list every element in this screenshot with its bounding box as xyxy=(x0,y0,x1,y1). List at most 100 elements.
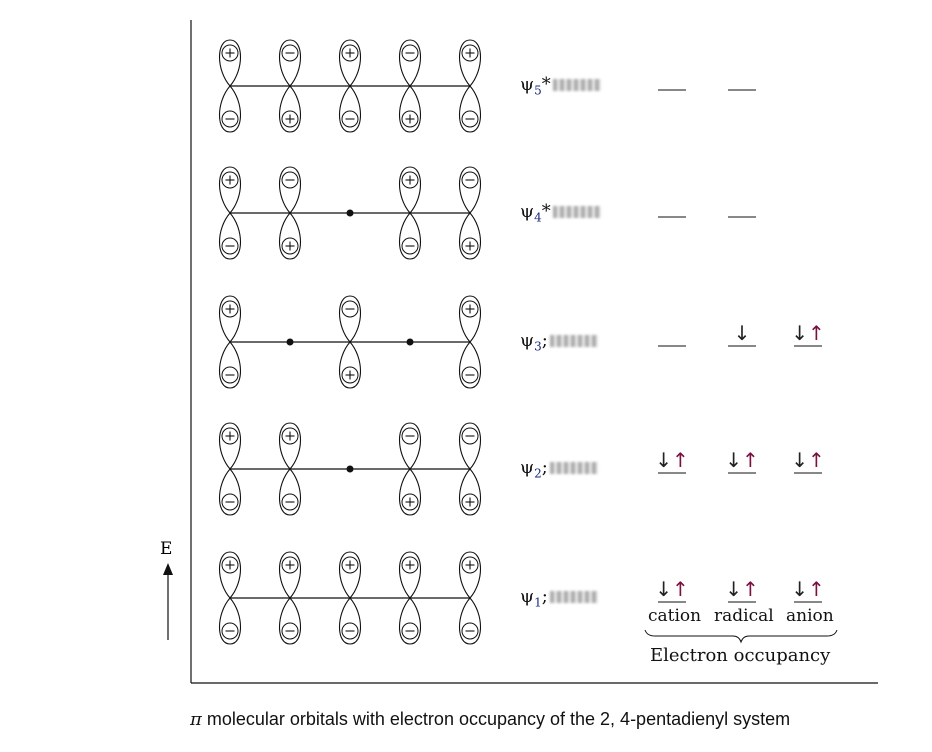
spin-down-arrow: ↓ xyxy=(655,448,672,472)
electron-arrows: ↓↑ xyxy=(725,577,759,601)
spin-down-arrow: ↓ xyxy=(725,577,742,601)
spin-up-arrow: ↑ xyxy=(808,448,825,472)
p-orbital-bottom-lobe xyxy=(219,85,241,133)
psi-label-part: ψ xyxy=(520,457,535,478)
p-orbital-top-lobe xyxy=(219,295,241,343)
p-orbital-top-lobe xyxy=(399,39,421,87)
psi-label-part: ψ xyxy=(520,74,535,95)
caption-text: molecular orbitals with electron occupan… xyxy=(201,709,791,729)
p-orbital-top-lobe xyxy=(339,39,361,87)
p-orbital-bottom-lobe xyxy=(459,212,481,260)
pi-symbol: π xyxy=(190,709,202,730)
occupancy-label-cation: cation xyxy=(648,606,702,626)
spin-down-arrow: ↓ xyxy=(791,321,808,345)
p-orbital-bottom-lobe xyxy=(399,597,421,645)
electron-arrows: ↓↑ xyxy=(791,577,825,601)
occupancy-brace xyxy=(644,629,838,644)
blurred-energy-value xyxy=(549,335,598,347)
psi-label-part: 5 xyxy=(534,83,542,98)
psi-label-part: ψ xyxy=(520,201,535,222)
blurred-energy-value xyxy=(549,462,598,474)
orbital-label-psi2: ψ2; xyxy=(520,457,598,481)
p-orbital-top-lobe xyxy=(399,422,421,470)
electron-arrows: ↓↑ xyxy=(655,577,689,601)
orbital-row-1: ↓↑↓↑↓↑ xyxy=(219,551,825,645)
p-orbital-top-lobe xyxy=(219,39,241,87)
spin-up-arrow: ↑ xyxy=(808,321,825,345)
spin-down-arrow: ↓ xyxy=(655,577,672,601)
orbital-row-3: ↓↓↑ xyxy=(219,295,825,389)
orbital-row-4 xyxy=(219,166,756,260)
psi-label-part: * xyxy=(541,201,551,222)
psi-label-part: 4 xyxy=(534,210,542,225)
electron-arrows: ↓↑ xyxy=(655,448,689,472)
blurred-energy-value xyxy=(549,591,598,603)
p-orbital-top-lobe xyxy=(459,422,481,470)
psi-label-part: 2 xyxy=(534,466,542,481)
p-orbital-bottom-lobe xyxy=(399,212,421,260)
p-orbital-top-lobe xyxy=(279,551,301,599)
electron-arrows: ↓ xyxy=(734,321,751,345)
occupancy-label-anion: anion xyxy=(786,606,834,626)
p-orbital-top-lobe xyxy=(219,551,241,599)
spin-up-arrow: ↑ xyxy=(808,577,825,601)
blurred-energy-value xyxy=(552,79,601,91)
p-orbital-bottom-lobe xyxy=(219,468,241,516)
spin-up-arrow: ↑ xyxy=(742,448,759,472)
occupancy-label-radical: radical xyxy=(714,606,774,626)
orbital-label-psi5: ψ5* xyxy=(520,74,601,98)
p-orbital-bottom-lobe xyxy=(339,341,361,389)
spin-up-arrow: ↑ xyxy=(742,577,759,601)
p-orbital-bottom-lobe xyxy=(279,212,301,260)
electron-arrows: ↓↑ xyxy=(791,321,825,345)
spin-down-arrow: ↓ xyxy=(791,577,808,601)
psi-label-part: ; xyxy=(541,457,548,478)
p-orbital-bottom-lobe xyxy=(459,85,481,133)
p-orbital-top-lobe xyxy=(279,39,301,87)
node-dot xyxy=(406,338,414,346)
electron-occupancy-label: Electron occupancy xyxy=(650,645,831,666)
psi-label-part: * xyxy=(541,74,551,95)
p-orbital-top-lobe xyxy=(219,422,241,470)
orbital-row-2: ↓↑↓↑↓↑ xyxy=(219,422,825,516)
psi-label-part: ; xyxy=(541,330,548,351)
p-orbital-bottom-lobe xyxy=(339,85,361,133)
orbital-row-5 xyxy=(219,39,756,133)
orbital-label-psi4: ψ4* xyxy=(520,201,601,225)
energy-axis-label: E xyxy=(160,539,173,559)
p-orbital-top-lobe xyxy=(399,551,421,599)
electron-arrows: ↓↑ xyxy=(791,448,825,472)
figure-caption: π molecular orbitals with electron occup… xyxy=(190,709,790,730)
p-orbital-bottom-lobe xyxy=(279,85,301,133)
p-orbital-top-lobe xyxy=(459,39,481,87)
orbital-label-psi3: ψ3; xyxy=(520,330,598,354)
psi-label-part: 1 xyxy=(534,595,542,610)
p-orbital-top-lobe xyxy=(219,166,241,214)
p-orbital-top-lobe xyxy=(339,295,361,343)
node-dot xyxy=(346,465,354,473)
p-orbital-bottom-lobe xyxy=(279,597,301,645)
p-orbital-top-lobe xyxy=(459,551,481,599)
node-dot xyxy=(346,209,354,217)
psi-label-part: ψ xyxy=(520,586,535,607)
spin-down-arrow: ↓ xyxy=(791,448,808,472)
p-orbital-bottom-lobe xyxy=(459,597,481,645)
blurred-energy-value xyxy=(552,206,601,218)
psi-label-part: ψ xyxy=(520,330,535,351)
p-orbital-bottom-lobe xyxy=(219,341,241,389)
p-orbital-bottom-lobe xyxy=(219,597,241,645)
p-orbital-bottom-lobe xyxy=(399,85,421,133)
p-orbital-bottom-lobe xyxy=(339,597,361,645)
p-orbital-top-lobe xyxy=(279,422,301,470)
p-orbital-top-lobe xyxy=(339,551,361,599)
p-orbital-bottom-lobe xyxy=(219,212,241,260)
p-orbital-top-lobe xyxy=(459,166,481,214)
p-orbital-top-lobe xyxy=(399,166,421,214)
p-orbital-bottom-lobe xyxy=(459,341,481,389)
p-orbital-top-lobe xyxy=(279,166,301,214)
energy-arrow-head xyxy=(163,563,173,575)
spin-up-arrow: ↑ xyxy=(672,448,689,472)
node-dot xyxy=(286,338,294,346)
p-orbital-bottom-lobe xyxy=(459,468,481,516)
